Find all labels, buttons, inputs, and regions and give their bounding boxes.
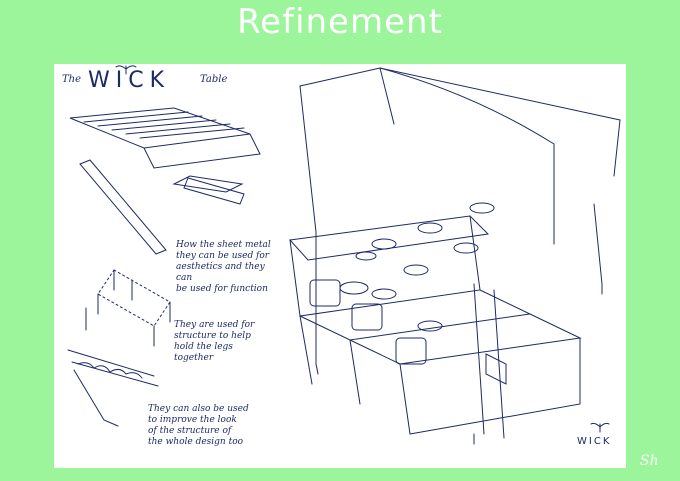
table-frame-sketch [299, 67, 621, 439]
sketch-header-prefix: The [62, 74, 82, 85]
tray-sketch [288, 215, 582, 435]
sketch-sheet: The WICK Table How the sheet metal they … [54, 64, 626, 468]
flat-panel-sketch [79, 159, 245, 255]
note-sheet-metal: How the sheet metal they can be used for… [176, 240, 271, 294]
sprout-icon [115, 65, 137, 75]
page-title: Refinement [237, 2, 443, 42]
corrugated-sheet-sketch [69, 107, 261, 193]
note-rods: They are used for structure to help hold… [174, 320, 255, 363]
sketch-header-suffix: Table [200, 74, 228, 85]
brand-mark: WICK [577, 436, 612, 447]
sketch-header-logo: WICK [88, 68, 171, 93]
signature: Sh [640, 453, 659, 469]
storage-box-sketch [309, 279, 427, 365]
bracket-sketch [67, 349, 159, 427]
note-brackets: They can also be used to improve the loo… [148, 404, 249, 447]
brand-sprout-icon [590, 422, 610, 433]
rods-sketch [85, 269, 171, 347]
sketch-drawing [67, 65, 621, 445]
leg-sketch [315, 283, 603, 445]
pot-sketch [339, 202, 495, 332]
